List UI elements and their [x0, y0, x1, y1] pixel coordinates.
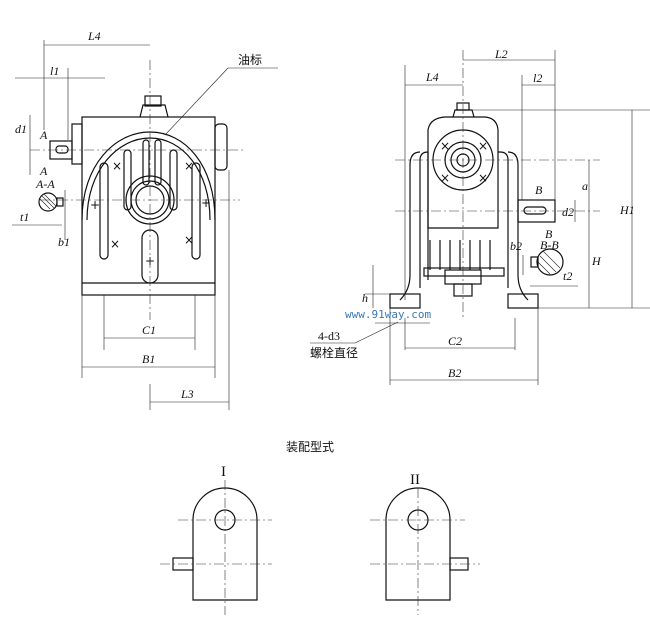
section-mark-A-bottom: A: [39, 164, 48, 178]
svg-text:×: ×: [440, 139, 450, 153]
svg-text:×: ×: [478, 139, 488, 153]
svg-text:×: ×: [112, 159, 122, 173]
svg-text:×: ×: [440, 171, 450, 185]
dim-b1: b1: [58, 235, 70, 249]
dim-B2: B2: [448, 366, 461, 380]
assembly-type-2: II: [370, 472, 480, 615]
dim-t2: t2: [563, 269, 572, 283]
dim-d2: d2: [562, 205, 574, 219]
dim-L3: L3: [180, 387, 194, 401]
svg-text:×: ×: [110, 237, 120, 251]
front-view: ×× ×× +++ L4 l1 油标 d1 A A A-A t1 b1 C1 B…: [12, 29, 278, 410]
dim-t1: t1: [20, 210, 29, 224]
section-mark-B-top: B: [535, 183, 543, 197]
dim-l2: l2: [533, 71, 542, 85]
svg-text:×: ×: [184, 233, 194, 247]
dim-L4-front: L4: [87, 29, 101, 43]
oil-gauge-label: 油标: [238, 53, 262, 67]
section-AA-label: A-A: [35, 177, 55, 191]
svg-text:×: ×: [184, 159, 194, 173]
section-mark-B-bottom: B: [545, 227, 553, 241]
dim-L4-side: L4: [425, 70, 439, 84]
dim-l1: l1: [50, 64, 59, 78]
watermark: www.91way.com: [345, 308, 431, 321]
side-view: × × × × L2 L4: [310, 47, 650, 385]
dim-C2: C2: [448, 334, 462, 348]
bolt-count-label: 4-d3: [318, 329, 340, 343]
dim-B1: B1: [142, 352, 155, 366]
dim-H1: H1: [619, 203, 635, 217]
dim-C1: C1: [142, 323, 156, 337]
section-BB-label: B-B: [540, 238, 559, 252]
section-mark-A-top: A: [39, 128, 48, 142]
dim-h: h: [362, 291, 368, 305]
svg-text:+: +: [201, 196, 211, 210]
dim-L2: L2: [494, 47, 508, 61]
dim-d1: d1: [15, 122, 27, 136]
bolt-diameter-label: 螺栓直径: [310, 345, 358, 360]
assembly-title: 装配型式: [286, 440, 334, 454]
svg-text:+: +: [90, 198, 100, 212]
assembly-type-1: I: [160, 464, 272, 615]
dim-a: a: [582, 179, 588, 193]
assembly-type-1-label: I: [221, 464, 226, 480]
assembly-type-2-label: II: [410, 472, 420, 488]
dim-b2: b2: [510, 239, 522, 253]
dim-H: H: [591, 254, 602, 268]
svg-text:×: ×: [478, 171, 488, 185]
